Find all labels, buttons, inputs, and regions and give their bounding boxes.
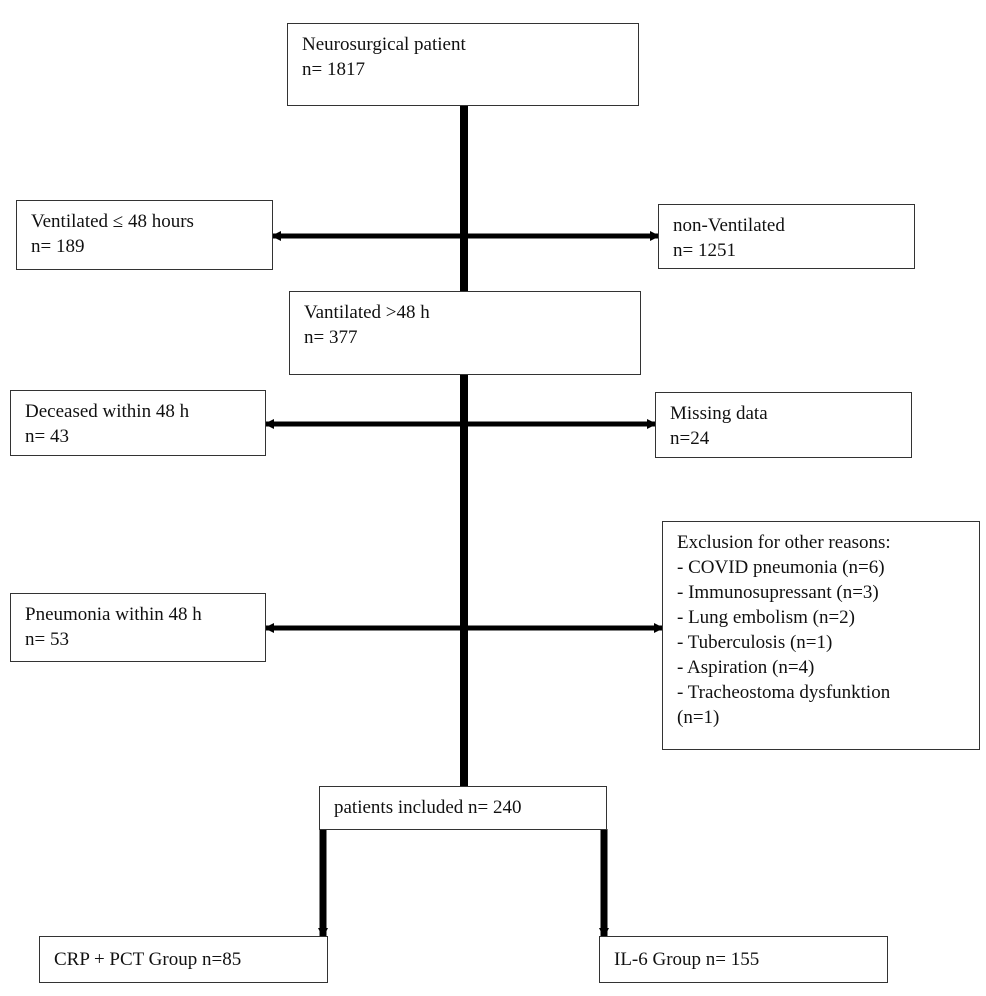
box-neurosurgical-patient: Neurosurgical patient n= 1817 [287,23,639,106]
box-missing-data: Missing data n=24 [655,392,912,458]
exclusion-title: Exclusion for other reasons: [677,532,891,553]
box-exclusion: Exclusion for other reasons: - COVID pne… [662,521,980,750]
ventilated-long-label: Vantilated >48 h [304,302,430,323]
pneumonia-count: n= 53 [25,629,69,650]
start-count: n= 1817 [302,59,365,80]
box-deceased: Deceased within 48 h n= 43 [10,390,266,456]
exclusion-item: - COVID pneumonia (n=6) [677,557,885,578]
box-non-ventilated: non-Ventilated n= 1251 [658,204,915,269]
exclusion-item: (n=1) [677,707,720,728]
non-ventilated-label: non-Ventilated [673,215,785,236]
box-ventilated-long: Vantilated >48 h n= 377 [289,291,641,375]
box-pneumonia: Pneumonia within 48 h n= 53 [10,593,266,662]
included-label: patients included n= 240 [334,797,522,818]
deceased-label: Deceased within 48 h [25,401,190,422]
exclusion-item: - Tracheostoma dysfunktion [677,682,891,703]
pneumonia-label: Pneumonia within 48 h [25,604,202,625]
exclusion-item: - Lung embolism (n=2) [677,607,855,628]
exclusion-item: - Aspiration (n=4) [677,657,815,678]
il6-label: IL-6 Group n= 155 [614,949,760,970]
exclusion-item: - Immunosupressant (n=3) [677,582,879,603]
ventilated-short-label: Ventilated ≤ 48 hours [31,211,194,232]
crp-pct-label: CRP + PCT Group n=85 [54,949,242,970]
box-patients-included: patients included n= 240 [319,786,607,830]
start-label: Neurosurgical patient [302,34,466,55]
box-il6-group: IL-6 Group n= 155 [599,936,888,983]
missing-count: n=24 [670,428,710,449]
ventilated-long-count: n= 377 [304,327,358,348]
ventilated-short-count: n= 189 [31,236,85,257]
box-ventilated-short: Ventilated ≤ 48 hours n= 189 [16,200,273,270]
box-crp-pct-group: CRP + PCT Group n=85 [39,936,328,983]
missing-label: Missing data [670,403,768,424]
deceased-count: n= 43 [25,426,69,447]
non-ventilated-count: n= 1251 [673,240,736,261]
exclusion-item: - Tuberculosis (n=1) [677,632,833,653]
